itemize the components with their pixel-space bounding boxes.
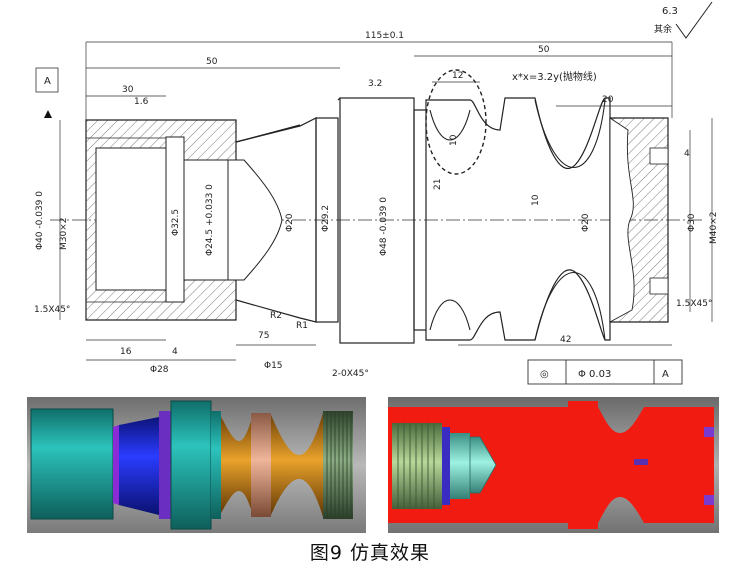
dim-phi40: Φ40 -0.039 0 xyxy=(35,191,45,250)
datum-triangle xyxy=(44,110,52,118)
roughness-note: 其余 xyxy=(654,23,672,35)
dimension-lines xyxy=(59,41,713,361)
dim-16: 16 xyxy=(120,347,132,357)
dim-phi30: Φ30 xyxy=(687,213,697,232)
dim-10-a: 10 xyxy=(449,134,459,146)
roughness-symbol xyxy=(675,1,713,39)
dim-20: 20 xyxy=(602,95,614,105)
roughness-local-1: 1.6 xyxy=(134,97,149,107)
dim-50-left: 50 xyxy=(206,57,218,67)
chamfer-right: 1.5X45° xyxy=(676,299,712,309)
roughness-local-2: 3.2 xyxy=(368,79,382,89)
parabola-label: x*x=3.2y(抛物线) xyxy=(512,70,597,83)
dim-21: 21 xyxy=(433,179,443,190)
dim-12: 12 xyxy=(452,71,463,81)
datum-label: A xyxy=(44,76,51,87)
tolerance-value: Φ 0.03 xyxy=(578,369,611,380)
tolerance-datum: A xyxy=(662,369,669,380)
tolerance-frame: ◎ Φ 0.03 A xyxy=(527,359,683,385)
dim-chamfer-2: 2-0X45° xyxy=(332,369,369,379)
dim-phi20-a: Φ20 xyxy=(285,213,295,232)
dim-phi28: Φ28 xyxy=(150,365,169,375)
dim-r2: R2 xyxy=(270,311,282,321)
figure-caption: 图9 仿真效果 xyxy=(309,542,431,564)
roughness-value: 6.3 xyxy=(662,6,678,17)
dim-phi48: Φ48 -0.039 0 xyxy=(379,197,389,256)
left-hatched-section xyxy=(85,119,301,321)
dim-overall: 115±0.1 xyxy=(365,31,404,41)
dim-75: 75 xyxy=(258,331,269,341)
engineering-drawing: A 6.3 其余 x*x=3.2y(抛物线) 115±0.1 50 50 30 … xyxy=(34,1,719,385)
dim-50-right: 50 xyxy=(538,45,550,55)
simulation-3d-view xyxy=(27,397,366,533)
dim-10-b: 10 xyxy=(531,194,541,206)
dim-30: 30 xyxy=(122,85,134,95)
groove-arcs xyxy=(429,99,606,341)
dim-phi24-5: Φ24.5 +0.033 0 xyxy=(205,184,215,256)
dim-4: 4 xyxy=(172,347,178,357)
dim-4-right: 4 xyxy=(684,149,690,159)
right-hatched-end xyxy=(609,117,669,323)
tolerance-symbol: ◎ xyxy=(540,369,549,380)
dim-phi15: Φ15 xyxy=(264,361,283,371)
dim-m30: M30×2 xyxy=(59,218,69,250)
dim-r1: R1 xyxy=(296,321,308,331)
dim-phi29-2: Φ29.2 xyxy=(321,205,331,232)
chamfer-left: 1.5X45° xyxy=(34,305,70,315)
simulation-section-view xyxy=(388,397,719,533)
dim-42: 42 xyxy=(560,335,571,345)
parabola-detail-ellipse xyxy=(425,69,487,175)
dim-phi32-5: Φ32.5 xyxy=(171,209,181,236)
datum-box xyxy=(35,67,59,93)
dim-m40: M40×2 xyxy=(709,212,719,244)
dim-phi20-b: Φ20 xyxy=(581,213,591,232)
